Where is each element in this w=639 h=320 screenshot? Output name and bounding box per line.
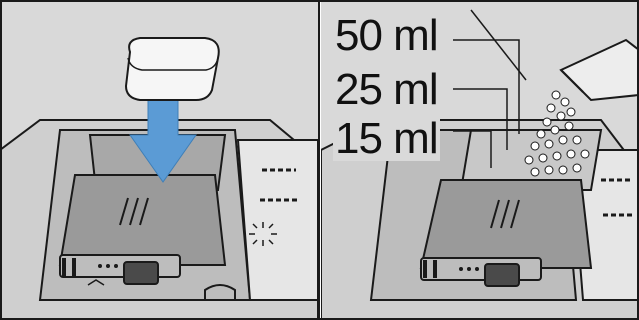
powder-packet bbox=[561, 40, 639, 100]
center-border bbox=[318, 0, 320, 320]
detergent-tablet bbox=[126, 38, 219, 100]
left-illustration bbox=[0, 0, 318, 320]
left-panel bbox=[0, 0, 318, 320]
label-50-ml: 50 ml bbox=[333, 14, 440, 58]
label-15-ml: 15 ml bbox=[333, 117, 440, 161]
right-panel: 50 ml 25 ml 15 ml bbox=[321, 0, 639, 320]
label-25-ml: 25 ml bbox=[333, 68, 440, 112]
